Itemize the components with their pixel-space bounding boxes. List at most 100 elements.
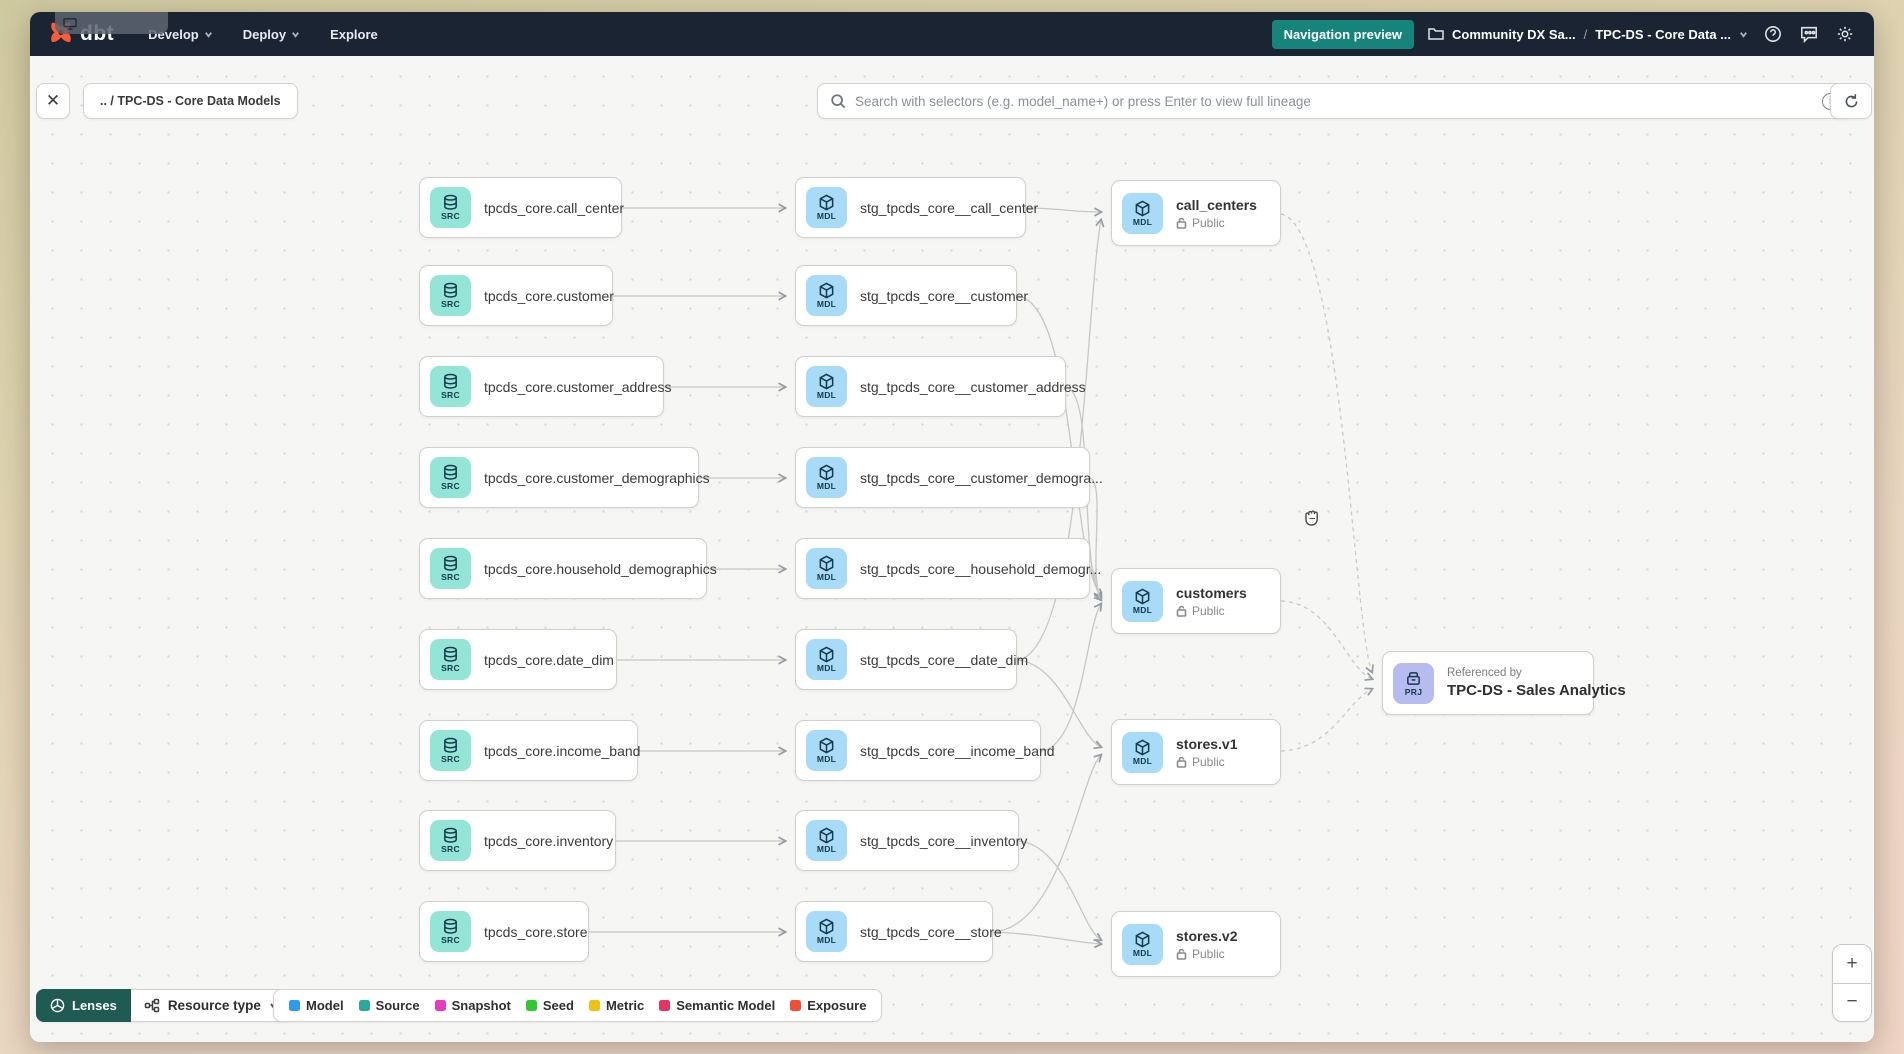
lenses-button[interactable]: Lenses <box>36 989 131 1022</box>
node-referenced-project[interactable]: PRJ Referenced by TPC-DS - Sales Analyti… <box>1382 651 1626 715</box>
crumb-separator: / <box>1583 26 1588 42</box>
semantic-model-swatch <box>659 1000 671 1011</box>
legend-model: Model <box>289 998 344 1013</box>
node-public-stores-v1[interactable]: MDL stores.v1 Public <box>1111 719 1281 785</box>
node-stg-date-dim[interactable]: MDL stg_tpcds_core__date_dim <box>795 629 1028 690</box>
node-stg-store[interactable]: MDL stg_tpcds_core__store <box>795 901 1002 962</box>
nav-deploy[interactable]: Deploy <box>243 27 300 42</box>
node-source-inventory[interactable]: SRC tpcds_core.inventory <box>419 810 616 871</box>
source-swatch <box>358 1000 370 1011</box>
refresh-icon <box>1845 93 1857 107</box>
close-icon: ✕ <box>45 91 61 110</box>
node-label: tpcds_core.customer <box>484 287 614 304</box>
legend-label: Exposure <box>807 998 867 1013</box>
node-stg-inventory[interactable]: MDL stg_tpcds_core__inventory <box>795 810 1027 871</box>
lineage-breadcrumb-label: .. / TPC-DS - Core Data Models <box>100 94 281 108</box>
node-public-call-centers[interactable]: MDL call_centers Public <box>1111 180 1281 246</box>
refresh-lineage-button[interactable] <box>1830 83 1872 119</box>
badge-label: MDL <box>1132 216 1153 227</box>
model-icon: MDL <box>1122 731 1163 773</box>
badge-label: MDL <box>816 935 837 945</box>
search-input[interactable] <box>855 93 1813 109</box>
node-public-customers[interactable]: MDL customers Public <box>1111 568 1281 634</box>
visibility-label: Public <box>1192 754 1225 769</box>
badge-label: MDL <box>816 481 837 491</box>
node-label: stg_tpcds_core__income_band <box>860 742 1055 759</box>
node-source-date-dim[interactable]: SRC tpcds_core.date_dim <box>419 629 617 690</box>
node-stg-income-band[interactable]: MDL stg_tpcds_core__income_band <box>795 720 1055 781</box>
help-icon[interactable] <box>1762 23 1784 45</box>
node-source-customer-address[interactable]: SRC tpcds_core.customer_address <box>419 356 672 417</box>
visibility-label: Public <box>1192 946 1225 961</box>
source-icon: SRC <box>430 548 471 589</box>
environment-crumb[interactable]: TPC-DS - Core Data ... <box>1595 26 1731 42</box>
source-icon: SRC <box>430 187 471 228</box>
navigation-preview-button[interactable]: Navigation preview <box>1271 19 1415 49</box>
node-source-call-center[interactable]: SRC tpcds_core.call_center <box>419 177 624 238</box>
node-label: stg_tpcds_core__customer <box>860 287 1029 304</box>
zoom-in-button[interactable]: + <box>1833 945 1871 984</box>
node-label: tpcds_core.income_band <box>484 742 641 759</box>
node-stg-customer-address[interactable]: MDL stg_tpcds_core__customer_address <box>795 356 1086 417</box>
source-icon: SRC <box>430 820 471 861</box>
node-label: tpcds_core.date_dim <box>484 651 614 668</box>
snapshot-swatch <box>434 1000 446 1011</box>
lineage-breadcrumb-chip[interactable]: .. / TPC-DS - Core Data Models <box>83 83 298 119</box>
badge-label: SRC <box>441 935 460 945</box>
lock-icon <box>1176 217 1187 229</box>
folder-icon <box>1428 28 1444 40</box>
badge-label: SRC <box>441 390 460 400</box>
node-stg-call-center[interactable]: MDL stg_tpcds_core__call_center <box>795 177 1038 238</box>
project-crumb[interactable]: Community DX Sa... <box>1452 26 1576 42</box>
node-label: tpcds_core.customer_demographics <box>484 469 710 486</box>
node-stg-household-demographics[interactable]: MDL stg_tpcds_core__household_demogr... <box>795 538 1101 599</box>
close-lineage-button[interactable]: ✕ <box>36 83 70 119</box>
legend-label: Seed <box>542 998 574 1013</box>
top-navbar: dbt Develop Deploy Explore Navigation pr… <box>30 12 1874 56</box>
source-icon: SRC <box>430 366 471 407</box>
referenced-by-label: Referenced by <box>1447 667 1522 679</box>
node-stg-customer-demographics[interactable]: MDL stg_tpcds_core__customer_demogra... <box>795 447 1103 508</box>
chevron-down-icon[interactable] <box>1739 30 1748 39</box>
model-icon: MDL <box>1122 192 1163 234</box>
node-source-store[interactable]: SRC tpcds_core.store <box>419 901 589 962</box>
node-label: stg_tpcds_core__customer_demogra... <box>860 469 1103 486</box>
model-icon: MDL <box>806 730 847 771</box>
model-icon: MDL <box>1122 580 1163 622</box>
badge-label: MDL <box>816 211 837 221</box>
zoom-out-button[interactable]: − <box>1846 991 1858 1013</box>
node-source-income-band[interactable]: SRC tpcds_core.income_band <box>419 720 641 781</box>
badge-label: MDL <box>816 572 837 582</box>
legend-label: Semantic Model <box>676 998 776 1013</box>
lock-icon <box>1176 605 1187 617</box>
node-public-stores-v2[interactable]: MDL stores.v2 Public <box>1111 911 1281 977</box>
nav-explore[interactable]: Explore <box>330 27 378 42</box>
zoom-controls: + − <box>1832 944 1872 1022</box>
settings-gear-icon[interactable] <box>1834 23 1856 45</box>
node-source-household-demographics[interactable]: SRC tpcds_core.household_demographics <box>419 538 717 599</box>
legend-exposure: Exposure <box>790 998 866 1013</box>
badge-label: MDL <box>816 390 837 400</box>
node-label: stg_tpcds_core__customer_address <box>860 378 1086 395</box>
node-source-customer-demographics[interactable]: SRC tpcds_core.customer_demographics <box>419 447 710 508</box>
node-title: stores.v1 <box>1176 735 1238 752</box>
legend-semantic-model: Semantic Model <box>659 998 775 1013</box>
node-source-customer[interactable]: SRC tpcds_core.customer <box>419 265 614 326</box>
lock-icon <box>1176 756 1187 768</box>
lenses-control: Lenses Resource type <box>36 989 293 1022</box>
app-window: dbt Develop Deploy Explore Navigation pr… <box>30 12 1874 1042</box>
resource-type-icon <box>144 998 160 1012</box>
node-stg-customer[interactable]: MDL stg_tpcds_core__customer <box>795 265 1028 326</box>
monitor-icon <box>63 18 77 30</box>
source-icon: SRC <box>430 639 471 680</box>
model-icon: MDL <box>806 366 847 407</box>
exposure-swatch <box>790 1000 802 1011</box>
model-icon: MDL <box>806 548 847 589</box>
legend-metric: Metric <box>588 998 644 1013</box>
resource-type-dropdown[interactable]: Resource type <box>130 989 293 1022</box>
badge-label: SRC <box>441 754 460 764</box>
node-title: stores.v2 <box>1176 927 1238 944</box>
badge-label: MDL <box>816 663 837 673</box>
feedback-icon[interactable] <box>1798 23 1820 45</box>
source-icon: SRC <box>430 911 471 952</box>
